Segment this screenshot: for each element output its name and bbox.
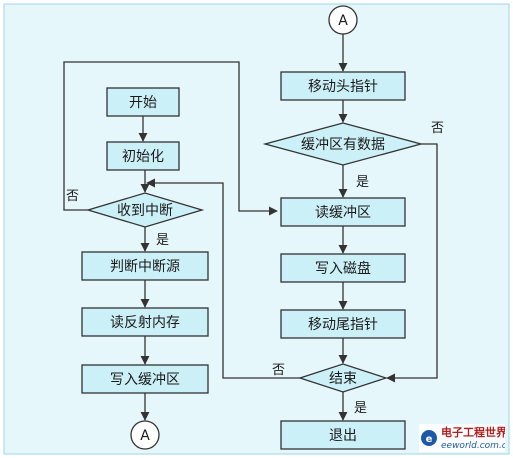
- connector-a-top-label: A: [338, 13, 348, 29]
- write-disk-label: 写入磁盘: [315, 260, 371, 277]
- interrupt-decision: [85, 192, 205, 228]
- end-decision-label: 结束: [329, 371, 357, 387]
- interrupt-no-label: 否: [66, 189, 79, 204]
- write-buffer-box: [81, 364, 209, 394]
- interrupt-yes-label: 是: [156, 233, 169, 248]
- exit-box: [280, 420, 406, 450]
- svg-text:e: e: [426, 434, 433, 445]
- buffer-has-data-label: 缓冲区有数据: [301, 137, 385, 153]
- end-no-label: 否: [272, 363, 285, 378]
- buffer-has-data-no-label: 否: [431, 121, 444, 136]
- end-decision: [297, 363, 389, 393]
- read-buffer-box: [280, 197, 406, 227]
- read-buffer-label: 读缓冲区: [315, 204, 371, 221]
- diagram-background: [3, 3, 510, 455]
- arrow-no-interrupt-to-read-buffer: [63, 61, 278, 216]
- start-box: [106, 87, 180, 117]
- init-box: [106, 141, 180, 171]
- arrow-no-data-to-end: [386, 143, 438, 383]
- init-label: 初始化: [122, 148, 164, 165]
- read-memory-box: [81, 307, 209, 337]
- move-head-pointer-label: 移动头指针: [308, 79, 378, 95]
- eeworld-logo-icon: e 电子工程世界 eeworld.com.cn: [419, 424, 505, 452]
- end-yes-label: 是: [354, 401, 367, 416]
- start-label: 开始: [129, 95, 157, 111]
- move-tail-pointer-box: [280, 309, 406, 339]
- judge-source-box: [81, 251, 209, 281]
- exit-label: 退出: [329, 428, 357, 444]
- watermark-title: 电子工程世界: [441, 425, 505, 439]
- right-flow: A 移动头指针 缓冲区有数据 读缓冲区 写入磁盘 移动尾指针 结束 退出 是 否…: [146, 5, 444, 450]
- interrupt-decision-label: 收到中断: [117, 203, 173, 219]
- write-buffer-label: 写入缓冲区: [110, 372, 180, 388]
- arrow-not-end-to-interrupt-check: [146, 178, 300, 379]
- judge-source-label: 判断中断源: [110, 259, 180, 275]
- move-tail-pointer-label: 移动尾指针: [308, 317, 378, 333]
- buffer-has-data-yes-label: 是: [356, 175, 369, 190]
- connector-a-bottom-label: A: [140, 428, 150, 444]
- left-flow: 开始 初始化 收到中断 判断中断源 读反射内存 写入缓冲区 A 是 否: [63, 61, 278, 450]
- write-disk-box: [280, 253, 406, 283]
- watermark-url: eeworld.com.cn: [441, 441, 505, 451]
- connector-a-bottom: [130, 420, 160, 450]
- move-head-pointer-box: [280, 71, 406, 101]
- read-memory-label: 读反射内存: [110, 314, 180, 331]
